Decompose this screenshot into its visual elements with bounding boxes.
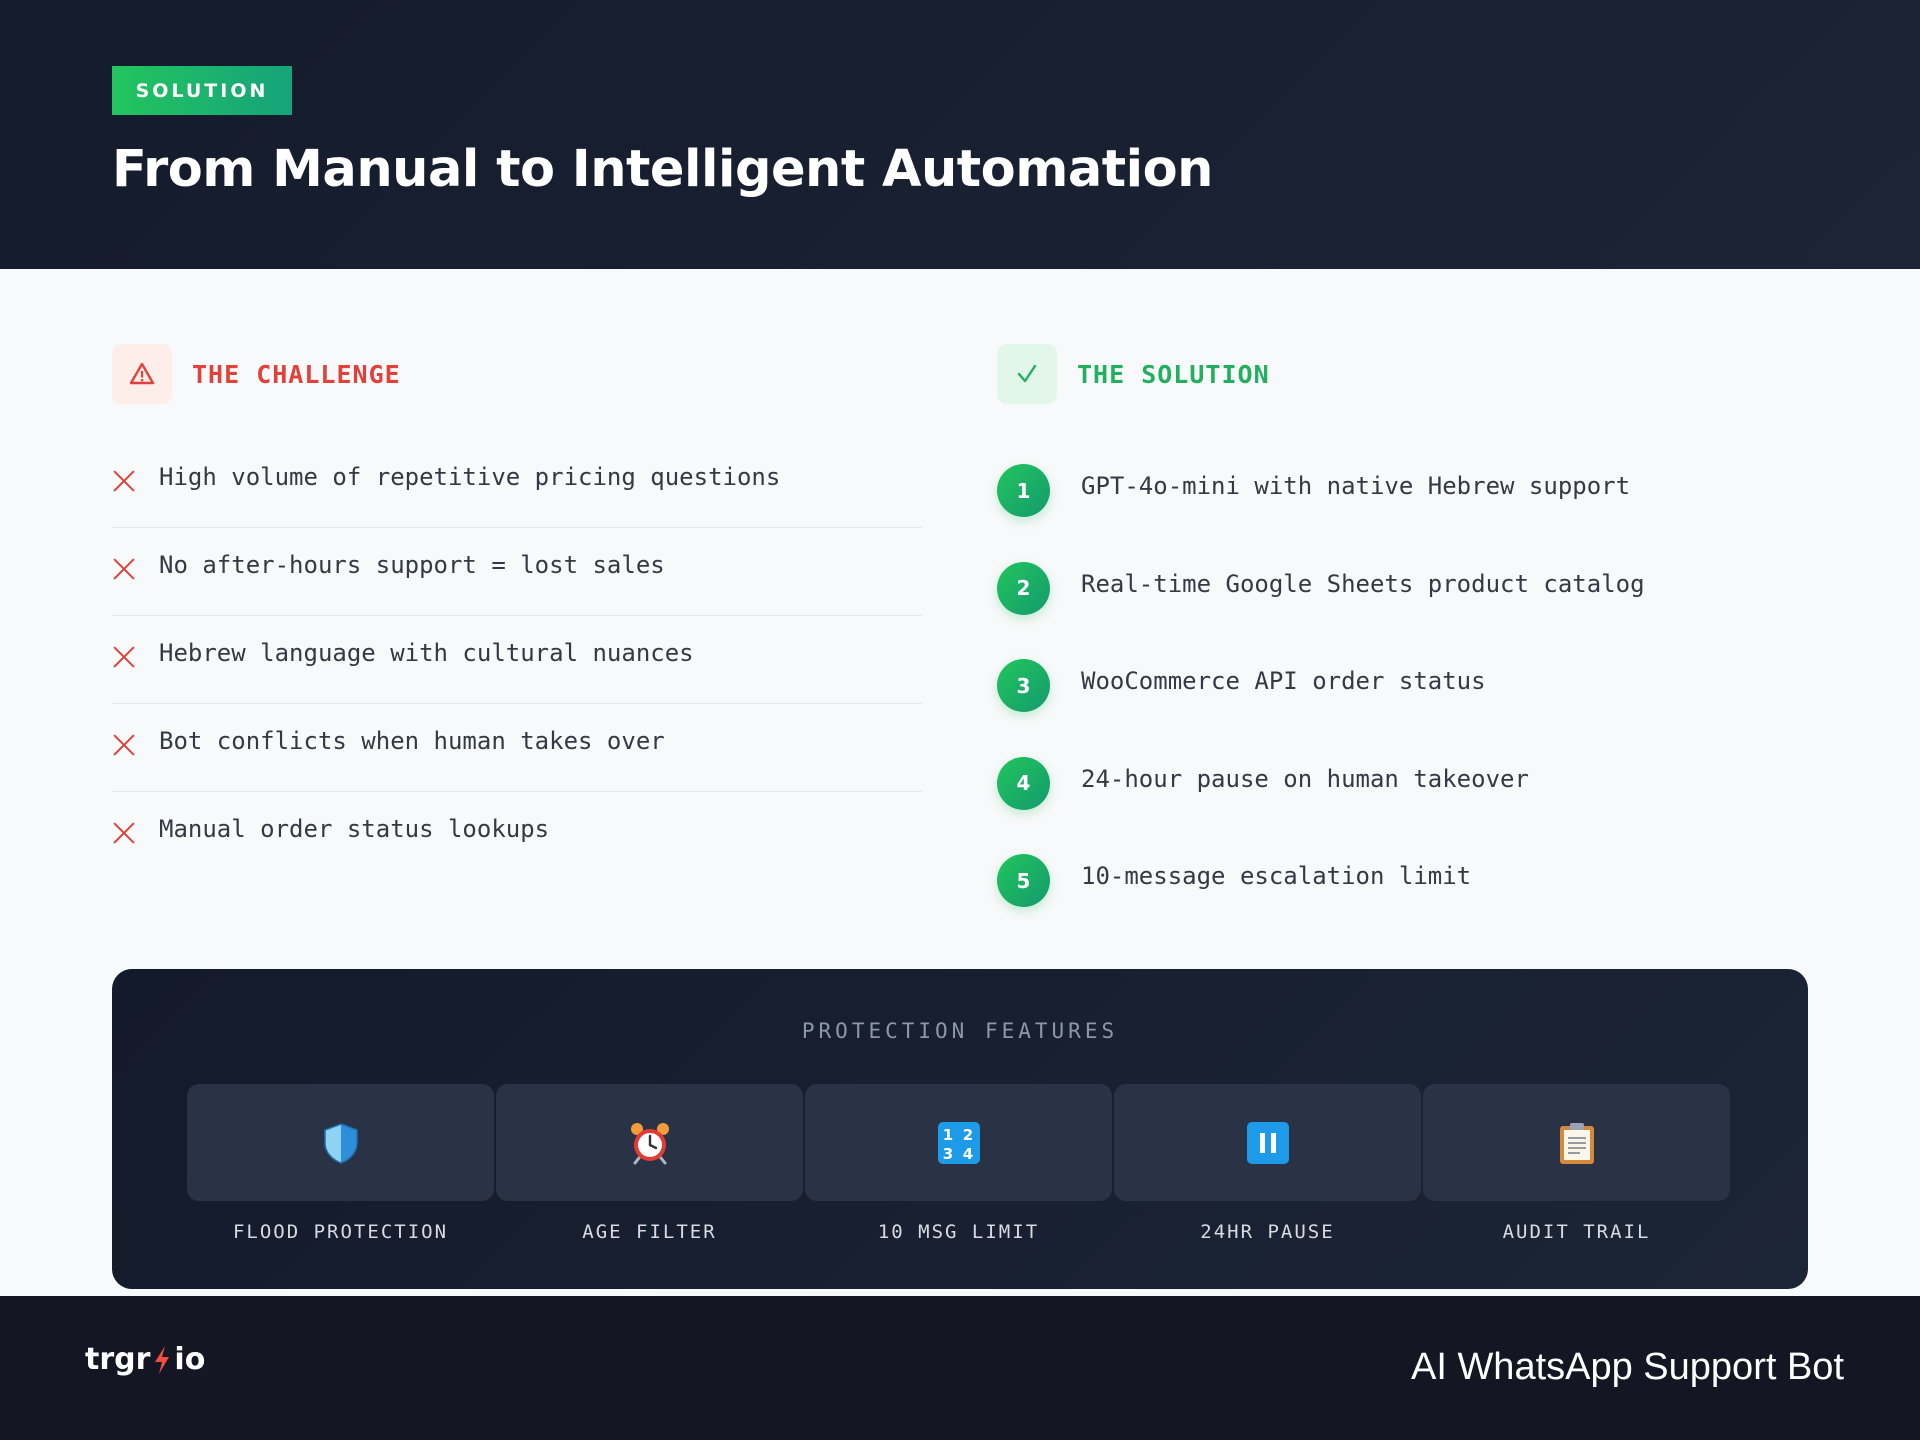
list-item: 2 Real-time Google Sheets product catalo… xyxy=(997,561,1817,660)
challenge-title: THE CHALLENGE xyxy=(192,359,401,389)
step-number-badge: 4 xyxy=(997,756,1050,810)
feature-label: FLOOD PROTECTION xyxy=(232,1221,449,1243)
challenge-text: No after-hours support = lost sales xyxy=(159,551,665,579)
list-item: 4 24-hour pause on human takeover xyxy=(997,756,1817,855)
challenge-header: THE CHALLENGE xyxy=(112,344,401,404)
logo-text-left: trgr xyxy=(85,1342,151,1377)
feature-label: AUDIT TRAIL xyxy=(1502,1221,1651,1243)
challenge-text: High volume of repetitive pricing questi… xyxy=(159,463,781,491)
feature-card: AUDIT TRAIL xyxy=(1423,1084,1730,1243)
solution-header: THE SOLUTION xyxy=(997,344,1270,404)
pause-icon xyxy=(1246,1121,1289,1164)
svg-text:1: 1 xyxy=(942,1126,952,1144)
shield-icon xyxy=(323,1122,358,1164)
feature-card: 1 2 3 4 10 MSG LIMIT xyxy=(805,1084,1112,1243)
feature-tile xyxy=(1114,1084,1421,1201)
feature-card: 24HR PAUSE xyxy=(1114,1084,1421,1243)
feature-card: FLOOD PROTECTION xyxy=(187,1084,494,1243)
list-item: Hebrew language with cultural nuances xyxy=(112,616,922,704)
cross-icon xyxy=(112,469,136,493)
footer: trgr io AI WhatsApp Support Bot xyxy=(0,1296,1920,1440)
list-item: Manual order status lookups xyxy=(112,792,922,880)
header: SOLUTION From Manual to Intelligent Auto… xyxy=(0,0,1920,269)
brand-logo: trgr io xyxy=(85,1342,205,1377)
cross-icon xyxy=(112,821,136,845)
list-item: 3 WooCommerce API order status xyxy=(997,659,1817,757)
logo-text-right: io xyxy=(174,1342,206,1377)
feature-tile xyxy=(187,1084,494,1201)
svg-text:3: 3 xyxy=(942,1145,952,1163)
list-item: 1 GPT-4o-mini with native Hebrew support xyxy=(997,464,1817,562)
challenge-text: Bot conflicts when human takes over xyxy=(159,727,665,755)
numbers-icon: 1 2 3 4 xyxy=(937,1121,980,1164)
step-number-badge: 3 xyxy=(997,659,1050,712)
feature-label: 10 MSG LIMIT xyxy=(877,1221,1040,1243)
step-number-badge: 5 xyxy=(997,854,1050,907)
feature-tile: 1 2 3 4 xyxy=(805,1084,1112,1201)
solution-text: Real-time Google Sheets product catalog xyxy=(1081,569,1645,598)
feature-label: AGE FILTER xyxy=(582,1221,717,1243)
page-title: From Manual to Intelligent Automation xyxy=(112,140,1213,199)
list-item: 5 10-message escalation limit xyxy=(997,854,1817,952)
solution-text: GPT-4o-mini with native Hebrew support xyxy=(1081,472,1631,500)
challenge-text: Hebrew language with cultural nuances xyxy=(159,639,694,667)
solution-text: 10-message escalation limit xyxy=(1081,862,1472,890)
svg-text:4: 4 xyxy=(962,1145,972,1163)
alarm-clock-icon xyxy=(630,1122,669,1164)
list-item: No after-hours support = lost sales xyxy=(112,528,922,616)
section-tag: SOLUTION xyxy=(112,66,292,115)
feature-label: 24HR PAUSE xyxy=(1200,1221,1335,1243)
solution-text: WooCommerce API order status xyxy=(1081,667,1486,695)
feature-tile xyxy=(1423,1084,1730,1201)
feature-tile xyxy=(496,1084,803,1201)
list-item: Bot conflicts when human takes over xyxy=(112,704,922,792)
protection-title: PROTECTION FEATURES xyxy=(801,1019,1119,1043)
solution-title: THE SOLUTION xyxy=(1077,359,1270,389)
check-icon xyxy=(997,344,1057,404)
protection-panel: PROTECTION FEATURES FLOOD PROTECTION xyxy=(112,969,1808,1289)
cross-icon xyxy=(112,645,136,669)
feature-card: AGE FILTER xyxy=(496,1084,803,1243)
svg-text:2: 2 xyxy=(962,1126,972,1144)
solution-list: 1 GPT-4o-mini with native Hebrew support… xyxy=(997,464,1817,952)
cross-icon xyxy=(112,733,136,757)
clipboard-icon xyxy=(1559,1122,1594,1164)
warning-icon xyxy=(112,344,172,404)
lightning-icon xyxy=(155,1345,170,1374)
footer-title: AI WhatsApp Support Bot xyxy=(1410,1346,1844,1388)
solution-text: 24-hour pause on human takeover xyxy=(1081,764,1529,793)
feature-grid: FLOOD PROTECTION AGE FILTER xyxy=(187,1084,1730,1243)
cross-icon xyxy=(112,557,136,581)
step-number-badge: 2 xyxy=(997,561,1050,615)
step-number-badge: 1 xyxy=(997,464,1050,517)
challenge-list: High volume of repetitive pricing questi… xyxy=(112,440,922,880)
list-item: High volume of repetitive pricing questi… xyxy=(112,440,922,528)
challenge-text: Manual order status lookups xyxy=(159,815,550,843)
